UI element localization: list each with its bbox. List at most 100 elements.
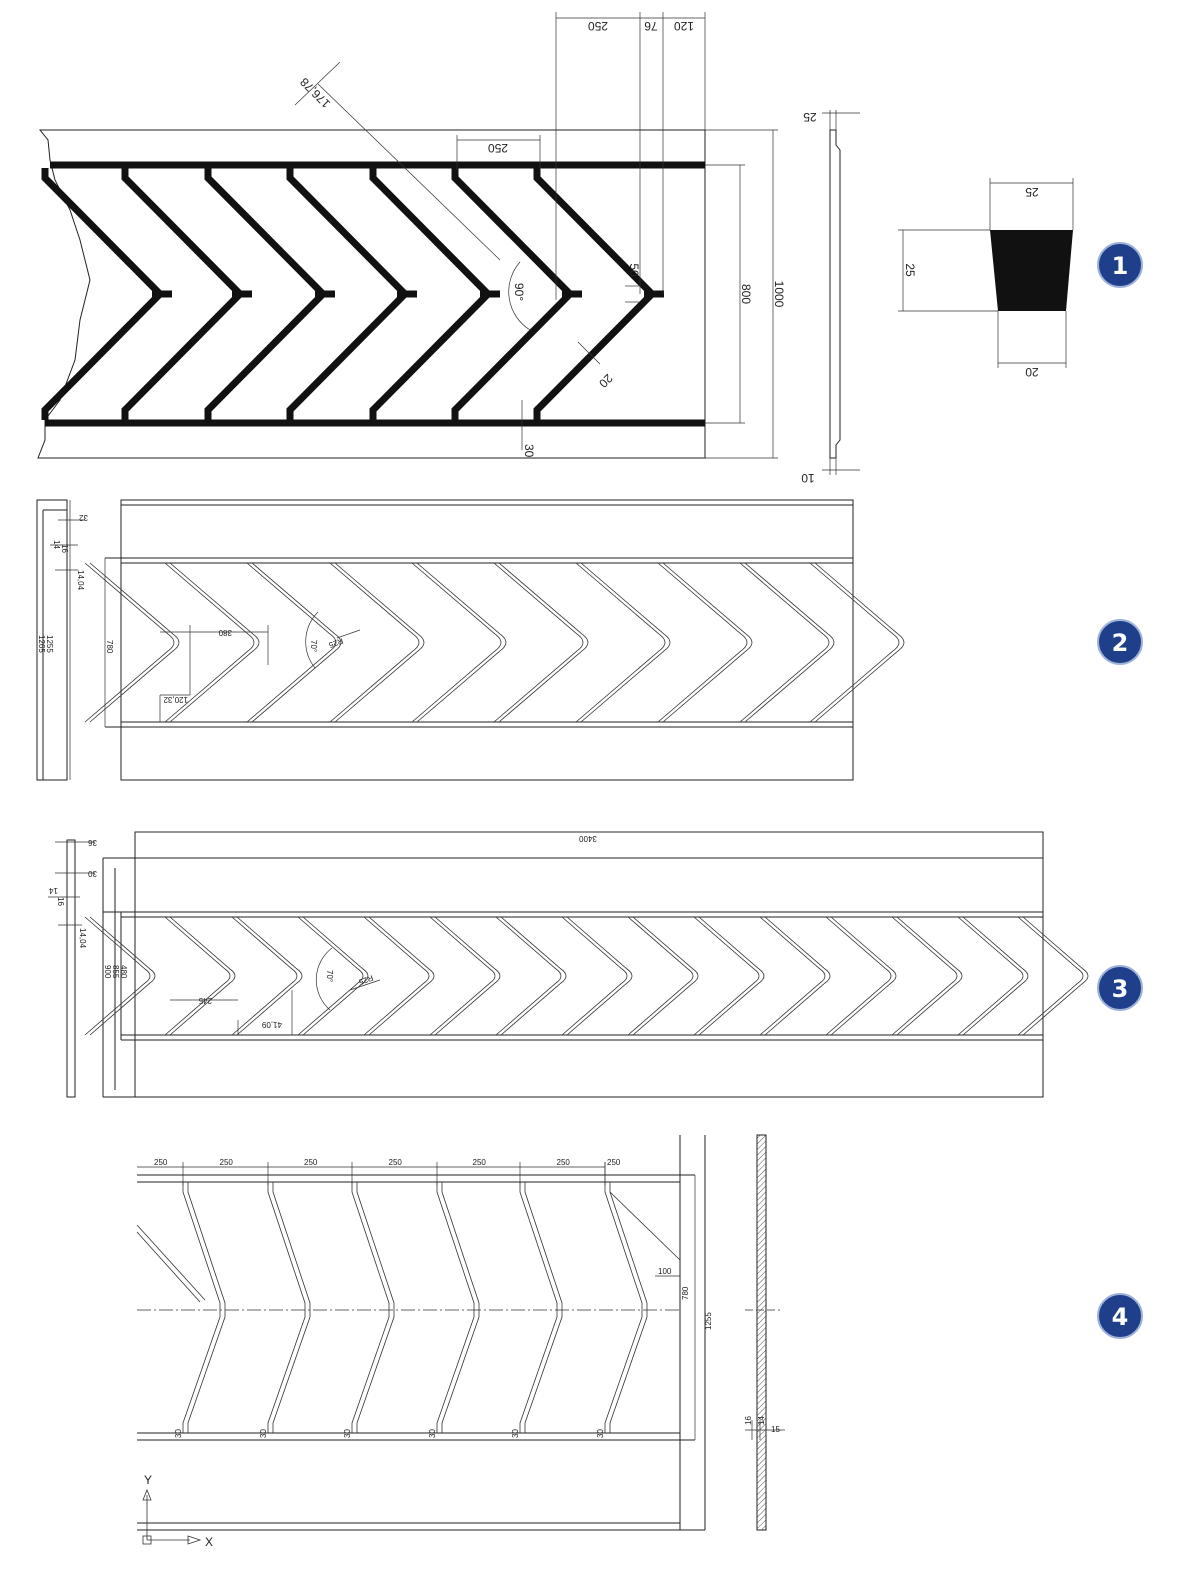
ucs-axes-icon xyxy=(142,1488,202,1545)
chevron-cleat xyxy=(368,916,435,1036)
chevron-cleat xyxy=(1017,916,1084,1036)
dim-250-top: 250 xyxy=(588,19,608,33)
dim-76: 76 xyxy=(644,19,658,33)
pitch-dim-250: 250 xyxy=(557,1158,571,1167)
section-badge-2: 2 xyxy=(1097,619,1143,665)
chevron-cleat xyxy=(436,1182,475,1433)
section-dim-height: 25 xyxy=(903,263,917,277)
side-dim-14: 14 xyxy=(757,1416,766,1425)
chevron-cleat xyxy=(739,562,830,723)
dim-16: 16 xyxy=(60,544,69,553)
chevron-cleat xyxy=(302,916,369,1036)
chevron-cleat xyxy=(830,916,897,1036)
badge-circle xyxy=(1097,965,1143,1011)
chevron-cleats xyxy=(84,562,905,723)
side-view-dims xyxy=(822,110,860,475)
dim-900: 900 xyxy=(103,965,112,979)
chevron-cleat xyxy=(84,916,151,1036)
dim-14-04: 14,04 xyxy=(76,570,85,591)
dim-radius: R25 xyxy=(357,973,374,987)
chevron-cleat xyxy=(814,562,905,723)
chevron-cleat xyxy=(495,916,562,1036)
chevron-cleat xyxy=(121,168,245,420)
chevron-cleat xyxy=(441,1182,480,1433)
dim-800: 800 xyxy=(739,284,753,304)
cleat-cross-section xyxy=(990,230,1073,311)
dim-1265: 1265 xyxy=(37,635,46,653)
chevron-cleat xyxy=(231,916,298,1036)
belt-outline xyxy=(134,831,1044,1098)
drawing-2-rounded-chevron-belt: 32 14 16 14,04 1255 1265 780 380 70° R25… xyxy=(36,499,905,781)
belt-outline xyxy=(37,129,706,459)
chevron-cleat xyxy=(524,1182,563,1433)
belt-outline xyxy=(120,499,854,781)
badge-circle xyxy=(1097,619,1143,665)
chevron-cleat xyxy=(429,916,496,1036)
chevron-cleat xyxy=(533,168,657,420)
pitch-dim-250: 250 xyxy=(304,1158,318,1167)
chevron-cleat xyxy=(369,168,493,420)
chevron-cleat xyxy=(267,1182,306,1433)
dim-380: 380 xyxy=(218,628,232,637)
chevron-cleat xyxy=(356,1182,395,1433)
pitch-dim-250: 250 xyxy=(607,1158,621,1167)
drawing-3-rounded-chevron-belt: 3400 36 30 14 16 14,04 900 855 480 245 7… xyxy=(48,831,1089,1098)
chevron-cleat xyxy=(493,562,584,723)
side-dim-25: 25 xyxy=(803,110,817,124)
chevron-cleat xyxy=(351,1182,390,1433)
dim-1255: 1255 xyxy=(704,1312,713,1330)
chevron-cleat xyxy=(744,562,835,723)
side-section-hatched xyxy=(756,1134,767,1531)
chevron-cleat xyxy=(498,562,589,723)
badge-number: 3 xyxy=(1112,975,1129,1003)
pitch-dim-250: 250 xyxy=(473,1158,487,1167)
dim-3400: 3400 xyxy=(579,834,597,843)
dim-1000: 1000 xyxy=(772,281,786,308)
chevron-cleat xyxy=(41,168,165,420)
chevron-cleat xyxy=(89,562,180,723)
chevron-cleat xyxy=(204,168,328,420)
side-dim-10: 10 xyxy=(801,471,815,485)
chevron-cleat xyxy=(609,1182,648,1433)
chevron-cleat xyxy=(662,562,753,723)
chevron-cleat xyxy=(182,1182,221,1433)
chevron-cleats xyxy=(41,168,664,420)
side-view-profile xyxy=(36,499,68,781)
side-dim-16: 16 xyxy=(744,1416,753,1425)
chevron-cleat xyxy=(297,916,364,1036)
chevron-cleat xyxy=(169,916,236,1036)
chevron-cleat xyxy=(334,562,425,723)
chevron-cleat xyxy=(236,916,303,1036)
side-view-profile xyxy=(66,839,76,1098)
badge-number: 2 xyxy=(1112,629,1129,657)
chevron-cleat xyxy=(519,1182,558,1433)
chevron-cleat xyxy=(957,916,1024,1036)
chevron-cleat xyxy=(1022,916,1089,1036)
chevron-cleat xyxy=(693,916,760,1036)
cross-section-dims xyxy=(898,178,1074,368)
chevron-cleat xyxy=(272,1182,311,1433)
chevron-cleat xyxy=(632,916,699,1036)
chevron-cleat xyxy=(246,562,337,723)
section-badge-4: 4 xyxy=(1097,1293,1143,1339)
side-view-profile xyxy=(829,129,841,459)
dimension-lines xyxy=(294,12,778,459)
badge-circle xyxy=(1097,1293,1143,1339)
dim-14-04: 14,04 xyxy=(78,928,87,949)
chevron-cleat xyxy=(604,1182,643,1433)
chevron-cleat xyxy=(764,916,831,1036)
dim-100: 100 xyxy=(658,1267,672,1276)
dim-angle-90: 90° xyxy=(512,283,526,301)
dim-176-78: 176,78 xyxy=(297,75,333,111)
cleat-dim-30: 30 xyxy=(596,1429,605,1438)
pitch-dim-250: 250 xyxy=(154,1158,168,1167)
chevron-cleat xyxy=(759,916,826,1036)
dim-32: 32 xyxy=(79,513,88,522)
dim-245: 245 xyxy=(198,996,212,1005)
dim-780: 780 xyxy=(681,1286,690,1300)
dim-30: 30 xyxy=(522,444,536,458)
dim-250-pitch: 250 xyxy=(488,141,508,155)
chevron-cleat xyxy=(416,562,507,723)
